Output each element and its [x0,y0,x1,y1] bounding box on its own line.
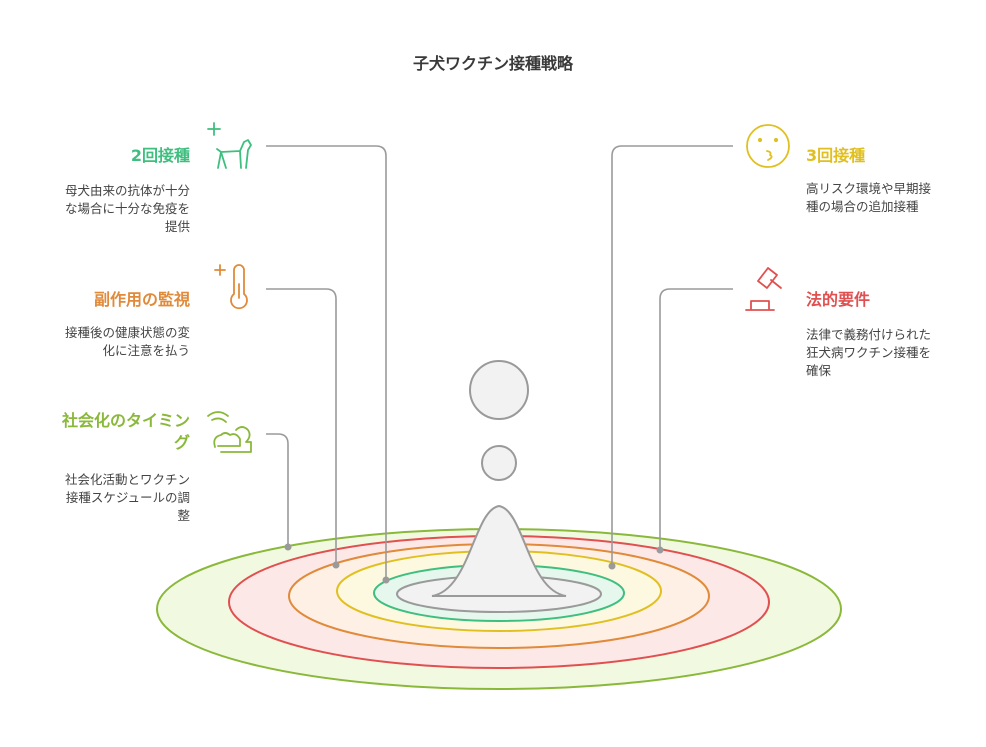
socialization-desc-line: 整 [177,508,190,523]
connector-socialization [266,433,289,547]
droplet-small [481,445,517,481]
splash-peak [431,504,567,597]
legal-desc-line: 確保 [806,363,832,378]
three-doses-desc-line: 種の場合の追加接種 [806,199,919,214]
side-effects-heading: 副作用の監視 [93,290,190,309]
side-effects-description: 接種後の健康状態の変 化に注意を払う [20,324,190,360]
socialization-heading: 社会化のタイミン グ [20,410,190,454]
two-doses-desc-line: 提供 [164,219,190,234]
connector-legal [659,288,733,550]
connector-dot-socialization [284,543,292,551]
dog-plus-icon [207,122,252,169]
two-doses-desc-line: 母犬由来の抗体が十分 [64,183,190,198]
connector-dot-legal [656,546,664,554]
legal-desc-line: 狂犬病ワクチン接種を [806,345,932,360]
socialization-desc-line: 社会化活動とワクチン [64,472,190,487]
three-doses-desc-line: 高リスク環境や早期接 [806,181,932,196]
legal-heading: 法的要件 [806,290,871,309]
two-doses-description: 母犬由来の抗体が十分 な場合に十分な免疫を 提供 [20,182,190,236]
diagram-title: 子犬ワクチン接種戦略 [412,54,573,73]
gavel-icon [745,267,782,311]
socialization-description: 社会化活動とワクチン 接種スケジュールの調 整 [20,471,190,525]
connector-dot-three-doses [608,562,616,570]
legal-description: 法律で義務付けられた 狂犬病ワクチン接種を 確保 [806,326,976,380]
side-effects-desc-line: 化に注意を払う [102,343,190,358]
droplet-large [469,360,529,420]
two-doses-desc-line: な場合に十分な免疫を [64,201,190,216]
legal-desc-line: 法律で義務付けられた [806,327,932,342]
playing-dogs-icon [207,411,252,453]
socialization-heading-line: 社会化のタイミン [61,411,190,430]
connector-dot-two-doses [382,576,390,584]
thermometer-icon [214,264,248,310]
connector-two-doses [266,145,387,580]
face-icon [746,124,790,168]
socialization-desc-line: 接種スケジュールの調 [65,490,190,505]
two-doses-heading: 2回接種 [130,146,190,165]
three-doses-description: 高リスク環境や早期接 種の場合の追加接種 [806,180,976,216]
side-effects-desc-line: 接種後の健康状態の変 [64,325,190,340]
socialization-heading-line: グ [173,433,190,452]
three-doses-heading: 3回接種 [806,146,866,165]
connector-three-doses [611,145,733,566]
connector-side-effects [266,288,337,565]
connector-dot-side-effects [332,561,340,569]
